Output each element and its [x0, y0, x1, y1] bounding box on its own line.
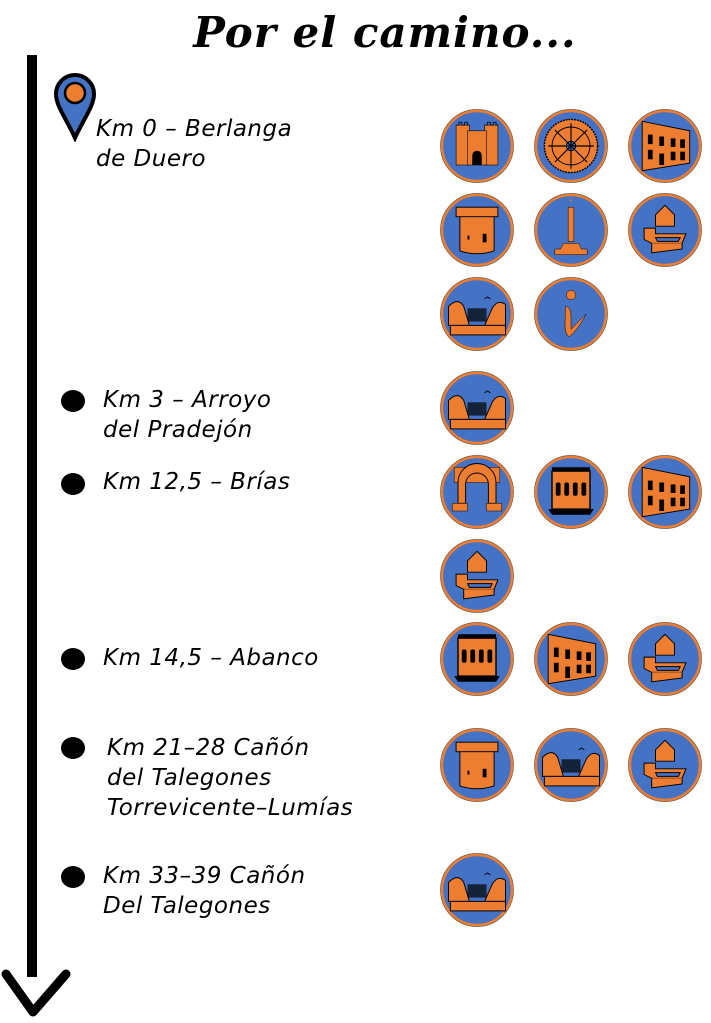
stop-label-line: Torrevicente–Lumías — [107, 795, 354, 821]
info-icon — [533, 276, 609, 352]
palace-facade-icon — [627, 108, 703, 184]
stop-label-line: del Talegones — [107, 765, 272, 791]
stop-label-line: Km 21–28 Cañón — [107, 735, 310, 761]
stop-label-line: de Duero — [96, 146, 207, 172]
rose-window-icon — [533, 108, 609, 184]
stop-icons — [439, 454, 711, 614]
palace-facade-icon — [627, 454, 703, 530]
stop-icons — [439, 370, 711, 446]
bullet-marker — [61, 473, 85, 495]
page-title: Por el camino... — [193, 8, 577, 57]
arrow-down-icon — [1, 969, 71, 1017]
stop-icons — [439, 852, 711, 928]
church-tower-icon — [439, 621, 515, 697]
fountain-icon — [439, 538, 515, 614]
romanesque-arch-icon — [439, 454, 515, 530]
stop-label: Km 0 – Berlanga de Duero — [96, 114, 292, 174]
bullet-marker — [61, 648, 85, 670]
stop-label-line: Km 0 – Berlanga — [96, 116, 293, 142]
stop-label-line: Km 14,5 – Abanco — [103, 645, 319, 671]
stop-label-line: Km 3 – Arroyo — [103, 387, 272, 413]
church-tower-icon — [533, 454, 609, 530]
fountain-icon — [627, 621, 703, 697]
canyon-icon — [439, 276, 515, 352]
stop-label-line: del Pradejón — [103, 417, 253, 443]
canyon-icon — [533, 727, 609, 803]
stop-label-line: Km 33–39 Cañón — [103, 863, 306, 889]
palace-facade-icon — [533, 621, 609, 697]
timeline-axis — [27, 55, 37, 977]
stop-icons — [439, 727, 711, 803]
stop-label: Km 14,5 – Abanco — [103, 643, 319, 673]
tower-icon — [439, 192, 515, 268]
canyon-icon — [439, 370, 515, 446]
city-gate-icon — [439, 108, 515, 184]
stop-icons — [439, 621, 711, 697]
bullet-marker — [61, 390, 85, 412]
stop-label: Km 3 – Arroyo del Pradejón — [103, 385, 271, 445]
canyon-icon — [439, 852, 515, 928]
tower-icon — [439, 727, 515, 803]
fountain-icon — [627, 727, 703, 803]
stop-label-line: Km 12,5 – Brías — [103, 469, 291, 495]
rollo-column-icon — [533, 192, 609, 268]
fountain-icon — [627, 192, 703, 268]
map-pin-icon — [53, 73, 97, 142]
stop-icons — [439, 108, 711, 352]
stop-label: Km 12,5 – Brías — [103, 467, 290, 497]
stop-label-line: Del Talegones — [103, 893, 271, 919]
bullet-marker — [61, 866, 85, 888]
bullet-marker — [61, 737, 85, 759]
